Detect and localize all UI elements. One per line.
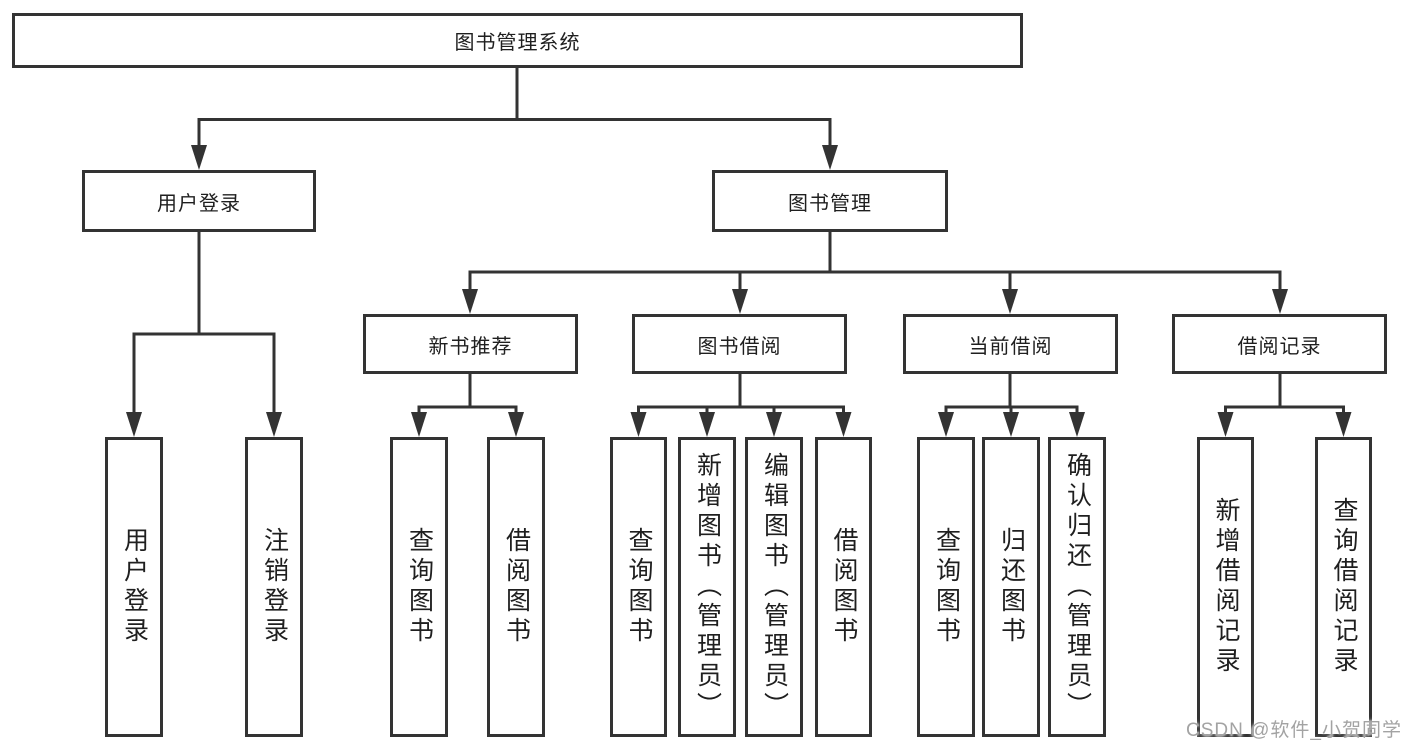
leaf-add-book-admin: 新增图书（管理员） — [678, 437, 736, 737]
leaf-borrow-books-recommend: 借阅图书 — [487, 437, 545, 737]
leaf-query-books-recommend: 查询图书 — [390, 437, 448, 737]
arrowheads — [126, 145, 1352, 437]
leaf-borrow-books: 借阅图书 — [815, 437, 872, 737]
node-new-book-recommend: 新书推荐 — [363, 314, 578, 374]
leaf-return-books: 归还图书 — [982, 437, 1040, 737]
leaf-query-borrow-record: 查询借阅记录 — [1315, 437, 1372, 737]
node-book-management: 图书管理 — [712, 170, 948, 232]
leaf-edit-book-admin: 编辑图书（管理员） — [745, 437, 803, 737]
leaf-logout: 注销登录 — [245, 437, 303, 737]
node-current-borrow: 当前借阅 — [903, 314, 1118, 374]
csdn-watermark: CSDN @软件_小贺同学 — [1186, 720, 1402, 741]
leaf-user-login: 用户登录 — [105, 437, 163, 737]
leaf-add-borrow-record: 新增借阅记录 — [1197, 437, 1254, 737]
leaf-query-books-borrow: 查询图书 — [610, 437, 667, 737]
node-borrow-records: 借阅记录 — [1172, 314, 1387, 374]
leaf-confirm-return-admin: 确认归还（管理员） — [1048, 437, 1106, 737]
leaf-query-books-current: 查询图书 — [917, 437, 975, 737]
node-library-system: 图书管理系统 — [12, 13, 1023, 68]
node-user-login: 用户登录 — [82, 170, 316, 232]
node-book-borrow: 图书借阅 — [632, 314, 847, 374]
